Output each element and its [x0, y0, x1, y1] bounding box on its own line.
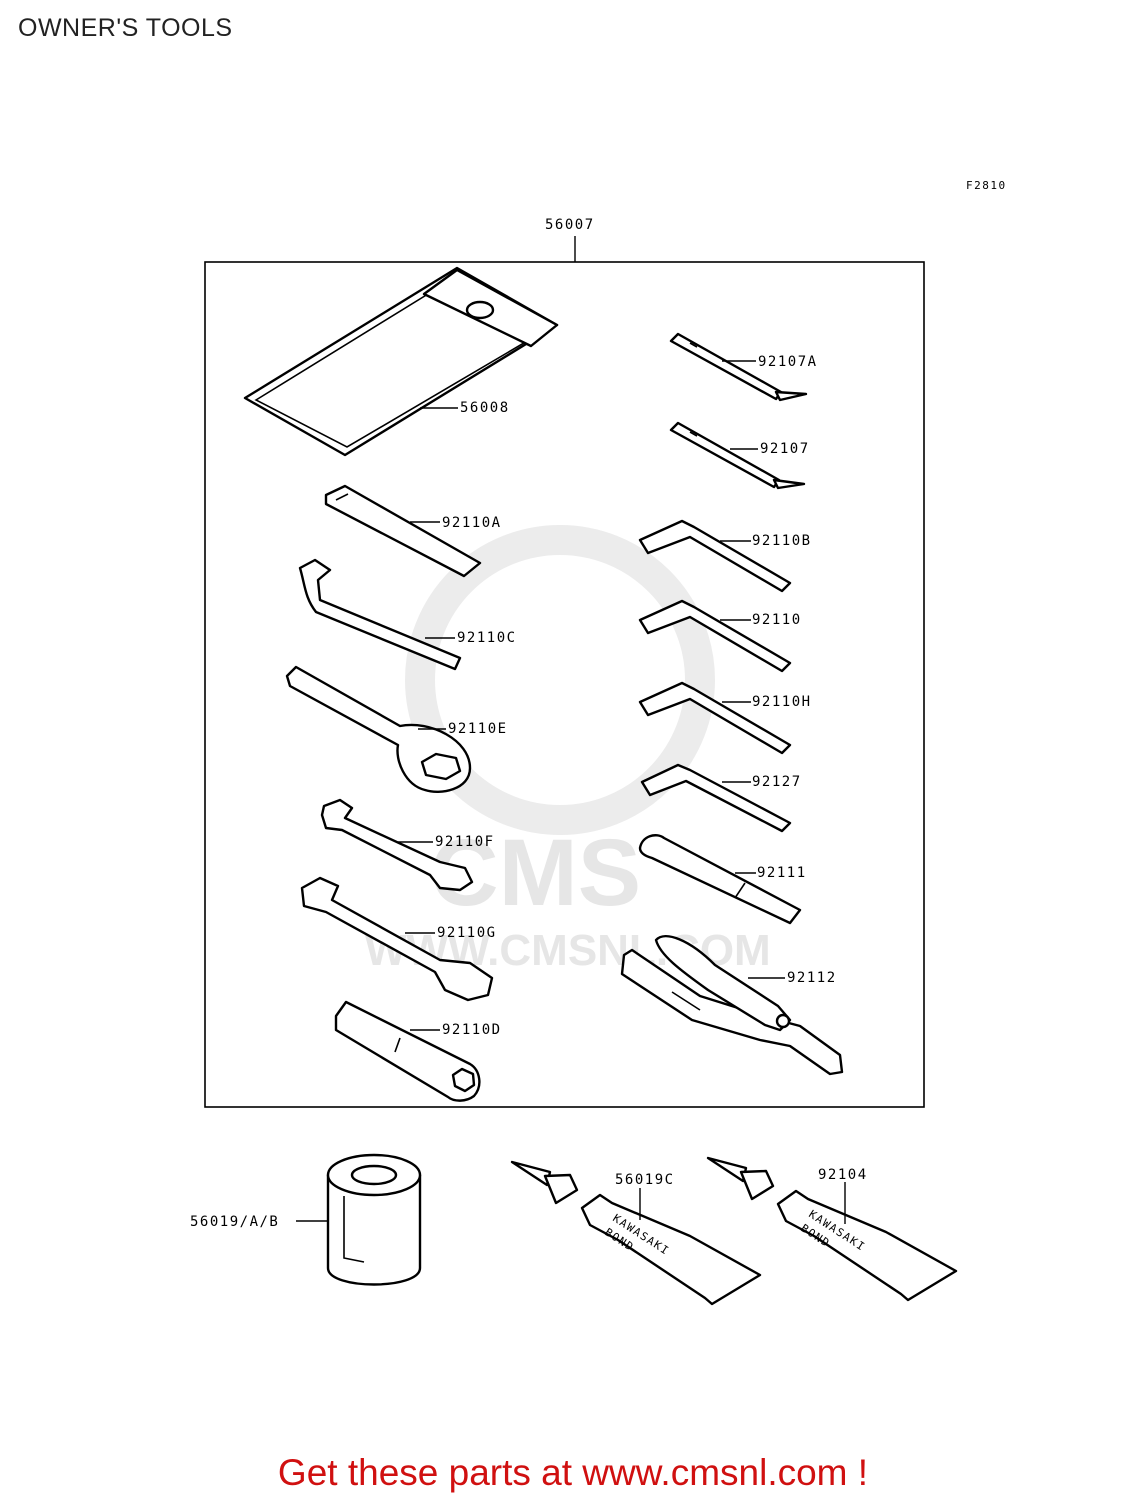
- label-92110d: 92110D: [442, 1022, 502, 1038]
- label-56019c: 56019C: [615, 1172, 675, 1188]
- oil-filter: [326, 1153, 422, 1286]
- handle-92111: [638, 834, 802, 925]
- page-title: OWNER'S TOOLS: [18, 14, 233, 42]
- hex-key-92110b: [638, 519, 792, 593]
- label-56019-a-b: 56019/A/B: [190, 1214, 279, 1230]
- screwdriver-92107a: [669, 332, 808, 402]
- label-92127: 92127: [752, 774, 802, 790]
- wrench-92110a: [324, 484, 482, 578]
- label-92112: 92112: [787, 970, 837, 986]
- wrench-92110f: [320, 798, 474, 892]
- label-92110f: 92110F: [435, 834, 495, 850]
- hex-key-92110: [638, 599, 792, 673]
- figure-code: F2810: [966, 179, 1007, 192]
- label-92107a: 92107A: [758, 354, 818, 370]
- footer-link[interactable]: Get these parts at www.cmsnl.com !: [277, 1452, 869, 1493]
- label-92110e: 92110E: [448, 721, 508, 737]
- label-56007: 56007: [545, 217, 595, 233]
- ring-wrench-92110e: [285, 665, 472, 793]
- label-92107: 92107: [760, 441, 810, 457]
- hook-wrench-92110c: [298, 558, 462, 671]
- label-92110h: 92110H: [752, 694, 812, 710]
- tool-pouch: [243, 266, 559, 457]
- screwdriver-92107: [669, 421, 806, 490]
- label-92111: 92111: [757, 865, 807, 881]
- pliers-92112: [620, 935, 844, 1076]
- label-56008: 56008: [460, 400, 510, 416]
- label-92110a: 92110A: [442, 515, 502, 531]
- hex-key-92127: [640, 763, 792, 833]
- parts-diagram: CMS WWW.CMSNL.COM F2810 56007 56008 9210…: [190, 179, 1007, 1306]
- socket-wrench-92110d: [334, 1000, 481, 1102]
- label-92104: 92104: [818, 1167, 868, 1183]
- tool-kit-box: [204, 261, 925, 1108]
- label-92110: 92110: [752, 612, 802, 628]
- label-92110b: 92110B: [752, 533, 812, 549]
- label-92110g: 92110G: [437, 925, 497, 941]
- wrench-92110g: [300, 876, 494, 1002]
- hex-key-92110h: [638, 681, 792, 755]
- label-92110c: 92110C: [457, 630, 517, 646]
